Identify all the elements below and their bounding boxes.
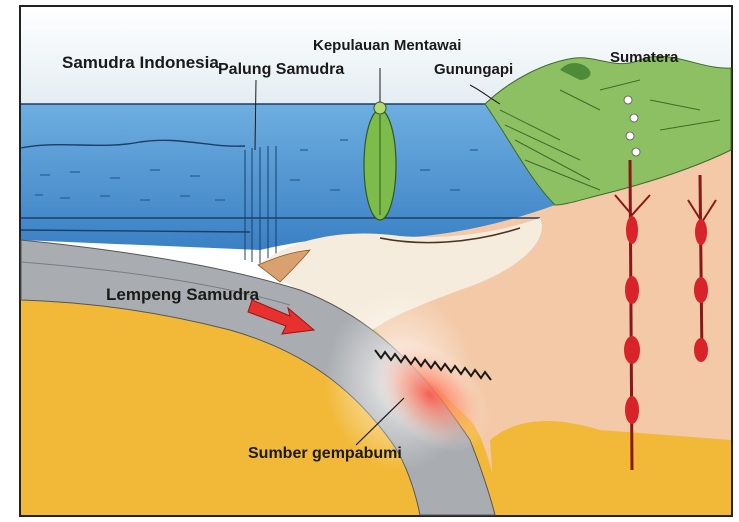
label-ocean: Samudra Indonesia <box>62 53 219 72</box>
label-sumatra: Sumatera <box>610 49 679 66</box>
label-plate: Lempeng Samudra <box>106 285 260 304</box>
label-trench: Palung Samudra <box>218 61 344 78</box>
island-top <box>374 102 386 114</box>
label-islands: Kepulauan Mentawai <box>313 37 461 54</box>
label-quake-source: Sumber gempabumi <box>248 445 402 462</box>
label-volcano: Gunungapi <box>434 61 513 78</box>
